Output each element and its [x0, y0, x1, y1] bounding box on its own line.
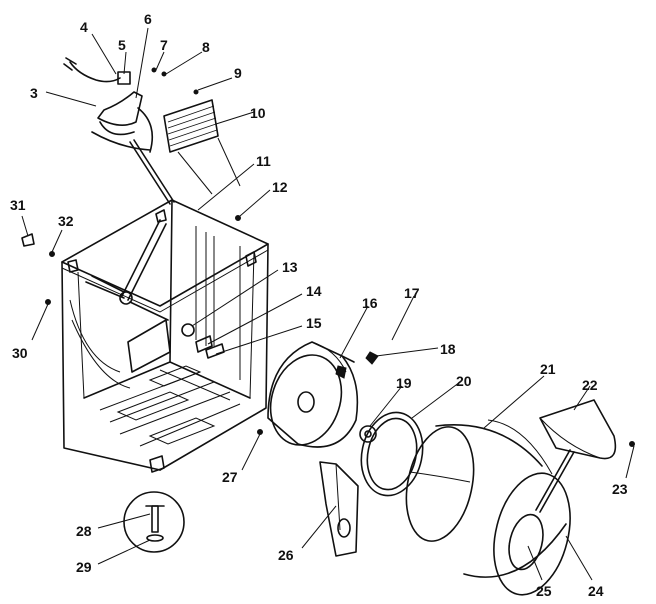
- callout-5: 5: [118, 37, 126, 53]
- callout-26: 26: [278, 547, 294, 563]
- leader-lines: [21, 27, 635, 581]
- drum-baffle: [535, 399, 617, 513]
- control-bracket: [63, 57, 175, 205]
- callout-18: 18: [440, 341, 456, 357]
- callout-31: 31: [10, 197, 26, 213]
- hardware-parts: [21, 67, 635, 447]
- callout-labels: 3 4 5 6 7 8 9 10 11 12 13 14 15 16 17 18…: [10, 11, 628, 599]
- callout-27: 27: [222, 469, 238, 485]
- callout-24: 24: [588, 583, 604, 599]
- drum: [405, 419, 571, 596]
- callout-13: 13: [282, 259, 298, 275]
- callout-20: 20: [456, 373, 472, 389]
- callout-16: 16: [362, 295, 378, 311]
- callout-9: 9: [234, 65, 242, 81]
- callout-25: 25: [536, 583, 552, 599]
- callout-14: 14: [306, 283, 322, 299]
- callout-21: 21: [540, 361, 556, 377]
- callout-12: 12: [272, 179, 288, 195]
- vent-grille: [163, 99, 241, 195]
- callout-28: 28: [76, 523, 92, 539]
- callout-23: 23: [612, 481, 628, 497]
- front-seal: [359, 411, 424, 497]
- callout-11: 11: [256, 153, 271, 169]
- callout-19: 19: [396, 375, 412, 391]
- callout-8: 8: [202, 39, 210, 55]
- callout-22: 22: [582, 377, 598, 393]
- leveling-leg: [123, 491, 185, 553]
- callout-30: 30: [12, 345, 28, 361]
- callout-3: 3: [30, 85, 38, 101]
- callout-32: 32: [58, 213, 74, 229]
- callout-7: 7: [160, 37, 168, 53]
- lint-duct: [319, 461, 359, 557]
- bulkhead: [267, 341, 359, 448]
- callout-10: 10: [250, 105, 266, 121]
- callout-15: 15: [306, 315, 322, 331]
- callout-6: 6: [144, 11, 152, 27]
- cabinet: [61, 199, 269, 473]
- callout-29: 29: [76, 559, 92, 575]
- callout-4: 4: [80, 19, 88, 35]
- callout-17: 17: [404, 285, 420, 301]
- sensor-brackets: [181, 323, 225, 359]
